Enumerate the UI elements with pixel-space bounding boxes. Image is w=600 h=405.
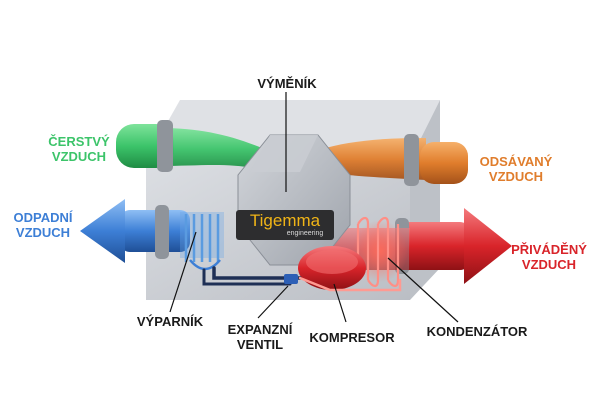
leader-condenser [387,257,459,323]
label-waste-air: ODPADNÍ VZDUCH [13,210,73,240]
leader-expansion-valve [257,285,289,319]
label-supply-air: PŘIVÁDĚNÝ VZDUCH [511,242,587,272]
waste-air-arrow [80,199,190,263]
logo: Tigemma engineering [236,212,334,238]
label-compressor: KOMPRESOR [309,330,395,345]
fresh-air-duct [116,120,262,172]
compressor-body [298,246,366,290]
logo-plate [236,210,334,240]
label-condenser: KONDENZÁTOR [426,324,528,339]
label-fresh-air: ČERSTVÝ VZDUCH [48,134,110,164]
label-evaporator: VÝPARNÍK [136,314,204,329]
leader-lines [169,92,459,323]
leader-compressor [333,283,347,323]
label-expansion-valve: EXPANZNÍ VENTIL [227,322,293,352]
logo-sub: engineering [286,230,324,237]
leader-evaporator [169,231,197,313]
label-exchanger: VÝMĚNÍK [257,76,317,91]
refrigerant-pipes [202,266,402,292]
heat-exchanger [236,134,351,266]
expansion-valve-body [284,274,298,284]
label-exhaust-air: ODSÁVANÝ VZDUCH [479,154,553,184]
logo-name: Tigemma [249,211,321,230]
